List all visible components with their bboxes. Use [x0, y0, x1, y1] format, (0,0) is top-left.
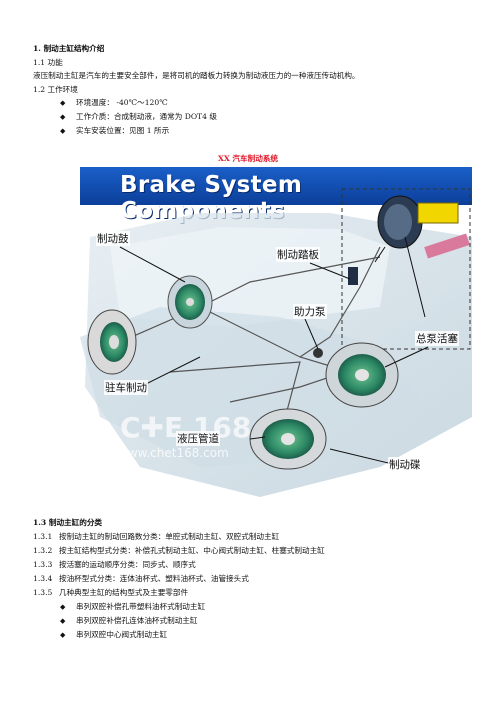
brake-system-illustration: C✚E 168 www.chet168.com — [80, 188, 472, 497]
subsection-environment-title: 1.2 工作环境 — [33, 85, 78, 94]
function-paragraph: 液压制动主缸是汽车的主要安全部件，是将司机的踏板力转换为制动液压力的一种液压传动… — [33, 71, 360, 80]
diamond-bullet-icon: ◆ — [60, 99, 66, 107]
label-hydraulic-line: 液压管道 — [176, 431, 220, 446]
label-brake-drum: 制动鼓 — [96, 231, 130, 246]
brake-system-figure: Brake System Components — [80, 167, 472, 511]
brake-lines — [119, 246, 381, 438]
watermark-url: www.chet168.com — [118, 446, 229, 460]
classification-heading: 1.3 制动主缸的分类 — [33, 518, 103, 527]
environment-item: ◆工作介质：合成制动液，通常为 DOT4 级 — [60, 112, 217, 121]
booster-assembly — [348, 195, 470, 285]
rear-drum-wheel — [87, 309, 137, 375]
bottom-disc-wheel — [249, 408, 327, 470]
label-master-piston: 总泵活塞 — [415, 331, 459, 346]
section-heading: 1. 制动主缸结构介绍 — [33, 44, 105, 53]
diamond-bullet-icon: ◆ — [60, 113, 66, 121]
engine-bay-box — [341, 188, 471, 350]
car-body — [80, 213, 472, 497]
master-cylinder-type-item: ◆串列双腔补偿孔带塑料油杯式制动主缸 — [60, 602, 206, 611]
diamond-bullet-icon: ◆ — [60, 617, 66, 625]
environment-item: ◆实车安装位置：见图 1 所示 — [60, 126, 170, 135]
subsection-function-title: 1.1 功能 — [33, 58, 63, 67]
diamond-bullet-icon: ◆ — [60, 603, 66, 611]
booster-pump — [313, 348, 323, 358]
upper-drum — [167, 275, 213, 329]
label-booster-pump: 助力泵 — [293, 304, 327, 319]
diamond-bullet-icon: ◆ — [60, 127, 66, 135]
master-cylinder-type-item: ◆串列双腔中心阀式制动主缸 — [60, 630, 168, 639]
figure-caption: XX 汽车制动系统 — [218, 154, 278, 163]
master-cylinder-type-item: ◆串列双腔补偿孔连体油杯式制动主缸 — [60, 616, 198, 625]
label-parking-brake: 驻车制动 — [104, 380, 148, 395]
label-brake-pedal: 制动踏板 — [276, 247, 320, 262]
label-pointers — [119, 236, 429, 468]
environment-item: ◆环境温度： -40℃～120℃ — [60, 98, 168, 107]
label-brake-disc: 制动碟 — [388, 457, 422, 472]
figure-banner: Brake System Components — [80, 167, 472, 224]
front-disc-wheel — [325, 342, 399, 408]
diamond-bullet-icon: ◆ — [60, 631, 66, 639]
